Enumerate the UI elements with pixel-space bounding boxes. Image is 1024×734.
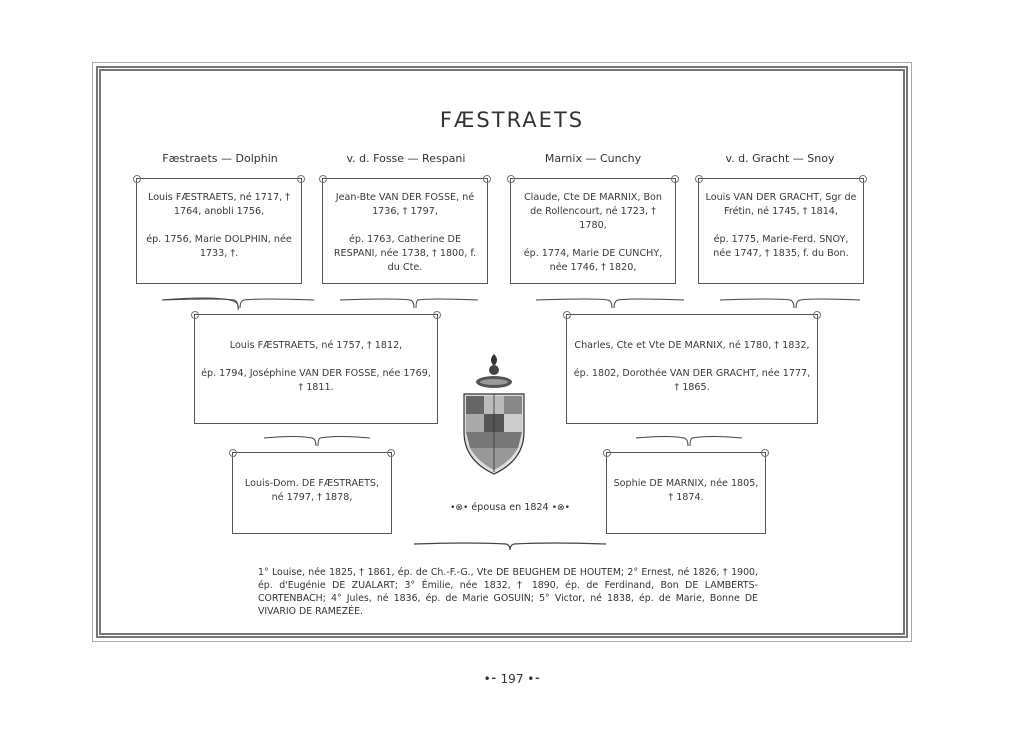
gen1-box-vanderfosse: Jean-Bte VAN DER FOSSE, né 1736, † 1797,… <box>319 175 491 284</box>
column-heading-1: Fæstraets — Dolphin <box>162 152 278 165</box>
box-line-2: ép. 1756, Marie DOLPHIN, née 1733, †. <box>146 234 292 259</box>
connector-children <box>413 542 607 551</box>
gen2-box-marnix: Charles, Cte et Vte DE MARNIX, né 1780, … <box>563 311 821 424</box>
page-ornament-left: •⁃ <box>483 672 497 686</box>
box-line-1: Louis-Dom. DE FÆSTRAETS, né 1797, † 1878… <box>244 478 380 503</box>
column-heading-2: v. d. Fosse — Respani <box>346 152 466 165</box>
gen3-box-marnix: Sophie DE MARNIX, née 1805, † 1874. <box>603 449 769 534</box>
column-heading-3: Marnix — Cunchy <box>544 152 642 165</box>
box-line-1: Charles, Cte et Vte DE MARNIX, né 1780, … <box>574 340 810 351</box>
page-title: FÆSTRAETS <box>439 108 585 132</box>
box-line-2: ép. 1774, Marie DE CUNCHY, née 1746, † 1… <box>523 248 663 273</box>
box-line-2: ép. 1775, Marie-Ferd. SNOY, née 1747, † … <box>713 234 849 259</box>
gen1-box-vandergracht: Louis VAN DER GRACHT, Sgr de Frétin, né … <box>695 175 867 284</box>
marriage-note: •⊗• épousa en 1824 •⊗• <box>410 502 610 513</box>
gen2-box-faestraets: Louis FÆSTRAETS, né 1757, † 1812, ép. 17… <box>191 311 441 424</box>
box-line-1: Jean-Bte VAN DER FOSSE, né 1736, † 1797, <box>335 192 475 217</box>
column-heading-4: v. d. Gracht — Snoy <box>725 152 835 165</box>
marriage-label: épousa en 1824 <box>471 502 549 513</box>
connector-gen1-right <box>535 298 861 309</box>
box-line-2: ép. 1802, Dorothée VAN DER GRACHT, née 1… <box>573 368 811 393</box>
page-number-row: •⁃ 197 •⁃ <box>0 672 1024 686</box>
connector-gen2-right <box>635 436 743 447</box>
box-line-1: Louis VAN DER GRACHT, Sgr de Frétin, né … <box>705 192 857 217</box>
page-ornament-right: •⁃ <box>527 672 541 686</box>
box-line-1: Louis FÆSTRAETS, né 1757, † 1812, <box>229 340 403 351</box>
ornament-left: •⊗• <box>450 503 469 513</box>
box-line-1: Claude, Cte DE MARNIX, Bon de Rollencour… <box>523 192 663 231</box>
children-list: 1° Louise, née 1825, † 1861, ép. de Ch.-… <box>258 567 758 617</box>
box-line-2: ép. 1763, Catherine DE RESPANI, née 1738… <box>333 234 477 273</box>
box-line-2: ép. 1794, Joséphine VAN DER FOSSE, née 1… <box>201 368 431 393</box>
ornament-right: •⊗• <box>551 503 570 513</box>
coat-of-arms-icon <box>463 354 525 475</box>
gen3-box-faestraets: Louis-Dom. DE FÆSTRAETS, né 1797, † 1878… <box>229 449 395 534</box>
gen1-box-marnix: Claude, Cte DE MARNIX, Bon de Rollencour… <box>507 175 679 284</box>
page-border-frame <box>92 62 912 642</box>
connector-gen1-left <box>161 297 479 311</box>
box-line-1: Louis FÆSTRAETS, né 1717, † 1764, anobli… <box>148 192 290 217</box>
connector-gen2-left <box>263 436 371 447</box>
page-number: 197 <box>500 672 524 686</box>
box-line-1: Sophie DE MARNIX, née 1805, † 1874. <box>613 478 759 503</box>
gen1-box-faestraets: Louis FÆSTRAETS, né 1717, † 1764, anobli… <box>133 175 305 284</box>
